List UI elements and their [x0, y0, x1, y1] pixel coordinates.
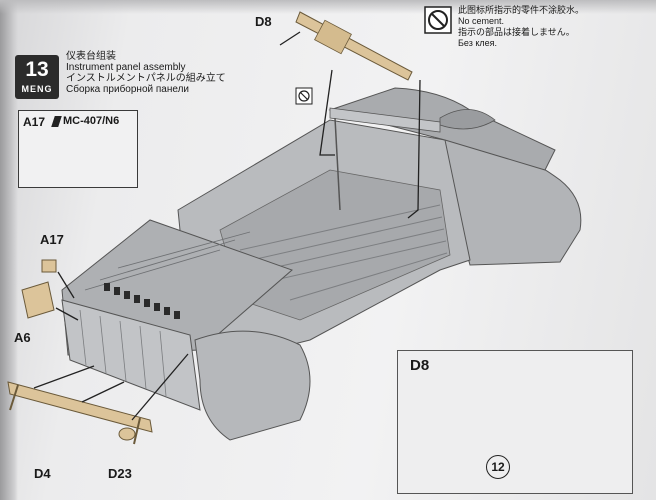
part-a17 — [41, 259, 57, 273]
frame-post — [334, 117, 341, 211]
notice-text: 此图标所指示的零件不涂胶水。 No cement. 指示の部品は接着しません。 … — [458, 5, 584, 49]
part-d8-dashboard — [295, 11, 413, 81]
step-title: 仪表台组装 Instrument panel assembly インストルメント… — [66, 51, 226, 95]
windshield-frame — [329, 107, 441, 133]
step-badge: 13 MENG — [15, 55, 59, 99]
title-ru: Сборка приборной панели — [66, 84, 190, 95]
notice-zh: 此图标所指示的零件不涂胶水。 — [458, 5, 585, 15]
part-a6 — [21, 281, 55, 319]
front-panel — [61, 299, 201, 411]
notice-ru: Без клея. — [458, 38, 498, 48]
front-fender — [194, 330, 311, 441]
part-d4-bumper — [7, 381, 153, 433]
brand-label: MENG — [21, 84, 53, 94]
paint-brush-icon — [51, 116, 62, 127]
title-zh: 仪表台组装 — [66, 51, 116, 62]
detail-inset: D8 12 — [397, 350, 633, 494]
part-label-d8: D8 — [255, 14, 272, 29]
step-number: 13 — [25, 58, 49, 81]
title-ja: インストルメントパネルの組み立て — [66, 73, 226, 84]
no-cement-notice: 此图标所指示的零件不涂胶水。 No cement. 指示の部品は接着しません。 … — [420, 2, 640, 78]
notice-ja: 指示の部品は接着しません。 — [458, 27, 575, 37]
part-d23 — [118, 427, 136, 441]
step-reference: 12 — [486, 455, 510, 479]
part-label-d4: D4 — [34, 466, 51, 481]
part-label-a17: A17 — [40, 232, 64, 247]
rear-deck — [328, 87, 556, 171]
detail-title: D8 — [410, 357, 430, 374]
page-top-shadow — [0, 0, 656, 14]
assembly-arrows — [33, 31, 421, 421]
part-label-a6: A6 — [14, 330, 31, 345]
part-d4-brackets — [9, 384, 141, 445]
spare-wheel-hub — [439, 109, 496, 130]
notice-en: No cement. — [458, 16, 505, 26]
title-en: Instrument panel assembly — [66, 62, 186, 73]
no-cement-mark — [295, 87, 313, 105]
paint-code: MC-407/N6 — [63, 115, 120, 127]
part-label-d23: D23 — [108, 466, 132, 481]
paint-part-label: A17 — [23, 115, 46, 129]
page-edge-shadow — [0, 0, 18, 500]
part-d8-gauges — [314, 19, 352, 55]
front-panel-ribs — [79, 309, 167, 397]
grille-vents — [104, 283, 180, 319]
no-cement-icon — [424, 6, 452, 34]
paint-callout: A17 MC-407/N6 — [18, 110, 138, 188]
